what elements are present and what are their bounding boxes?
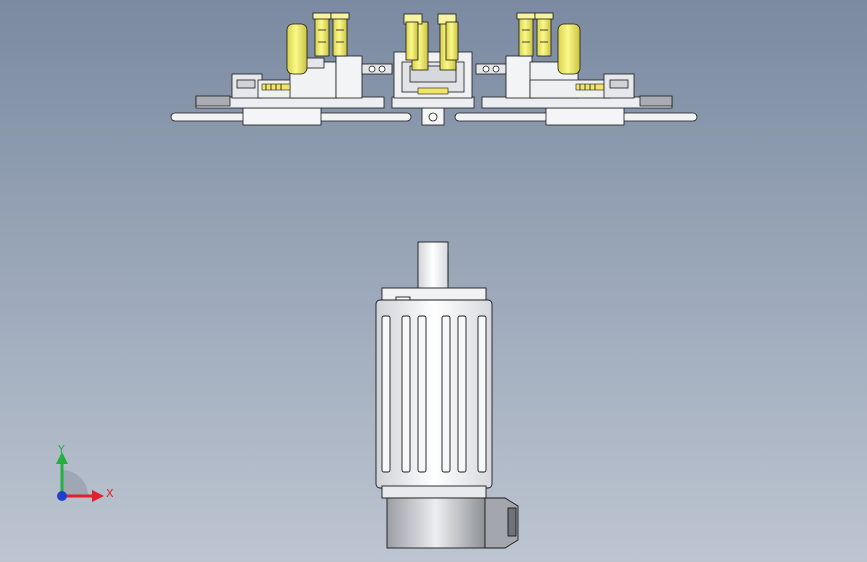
motor-shaft: [417, 241, 449, 291]
fitting-right: [475, 63, 507, 75]
motor-body: [375, 299, 493, 489]
module-left-post: [335, 55, 363, 99]
cylinder-right-1: [518, 15, 534, 57]
cylinder-left-3: [332, 15, 348, 57]
cylinder-right-2: [536, 15, 552, 57]
cylinder-left-1: [286, 23, 308, 75]
motor-fins: [381, 315, 487, 473]
center-bracket-hole: [428, 112, 438, 122]
motor-rear-ring: [381, 485, 487, 499]
end-block-right: [639, 95, 673, 107]
cylinder-left-2: [314, 15, 330, 57]
base-plate-center: [391, 96, 475, 109]
coordinate-triad: Y X: [56, 443, 114, 502]
x-axis-label: X: [106, 487, 114, 500]
fitting-left: [361, 63, 393, 75]
servo-motor[interactable]: [375, 241, 519, 549]
slider-block-left: [242, 107, 322, 126]
motor-encoder: [386, 497, 486, 549]
fixture-assembly[interactable]: [170, 12, 698, 126]
module-right-post: [505, 55, 533, 99]
end-block-left: [195, 95, 231, 107]
triad-arc-icon: [62, 470, 88, 496]
cylinder-right-3: [557, 23, 581, 75]
y-axis-label: Y: [57, 443, 65, 456]
slider-block-right: [545, 107, 625, 126]
z-axis-icon: [57, 491, 67, 501]
